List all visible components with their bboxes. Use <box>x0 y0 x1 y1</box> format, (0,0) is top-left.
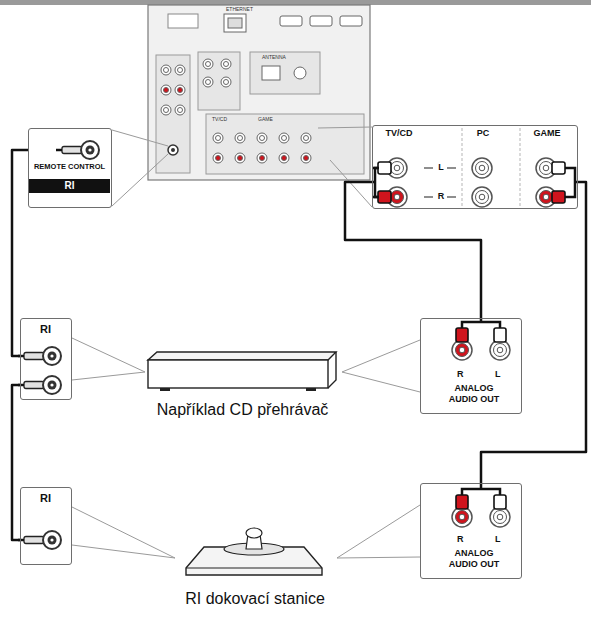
rca-jack <box>452 507 472 527</box>
cd-player <box>148 352 336 391</box>
ri-logo: RI <box>21 323 70 336</box>
input-label: GAME <box>525 128 569 139</box>
rca-jack <box>472 158 492 178</box>
ri-jack <box>56 141 99 159</box>
port-label: ANALOG AUDIO OUT <box>443 383 505 405</box>
audio-out-box: R L ANALOG AUDIO OUT <box>420 483 522 579</box>
input-label: PC <box>468 128 498 139</box>
input-panel-box: TV/CD PC GAME L R <box>372 125 578 209</box>
dock-station: RI dokovací stanice <box>175 527 337 611</box>
device-caption: Například CD přehrávač <box>145 400 340 419</box>
channel-label: R <box>457 369 464 380</box>
column-divider <box>462 128 520 206</box>
panel-jacks <box>161 59 311 163</box>
leader-line <box>72 338 145 372</box>
panel-label: ANTENNA <box>262 55 286 60</box>
ri-jack <box>18 347 61 365</box>
port-label: ANALOG AUDIO OUT <box>443 548 505 570</box>
rca-plug <box>456 495 468 509</box>
leader-line <box>72 372 145 380</box>
channel-label: R <box>435 191 447 202</box>
panel-label: GAME <box>258 117 273 122</box>
rca-plug <box>456 328 468 342</box>
rca-plug <box>552 162 570 174</box>
panel-label: ETHERNET <box>226 7 253 12</box>
jack-group <box>18 141 578 549</box>
rca-jack <box>490 340 510 360</box>
leader-line <box>342 372 420 392</box>
ri-jack <box>18 531 61 549</box>
channel-label: R <box>457 534 464 545</box>
rca-plug <box>552 191 570 203</box>
header-bar <box>0 0 591 5</box>
leader-line <box>337 557 420 558</box>
cable <box>345 182 481 318</box>
receiver-panel <box>148 5 370 180</box>
rca-jack <box>472 187 492 207</box>
ri-zoom-box: REMOTE CONTROL RI <box>28 128 112 208</box>
zoom-leader <box>112 127 372 207</box>
leader-line <box>72 507 175 558</box>
channel-label: L <box>495 534 501 545</box>
rca-plug <box>494 495 506 509</box>
leader-line <box>72 545 175 558</box>
audio-out-box: R L ANALOG AUDIO OUT <box>420 318 522 414</box>
dock-station <box>186 528 322 575</box>
channel-label: L <box>435 162 447 173</box>
input-label: TV/CD <box>382 128 416 139</box>
cable <box>12 385 20 540</box>
ri-port-box: RI <box>20 487 72 565</box>
ri-jack <box>18 376 61 394</box>
ri-port-box: RI <box>20 318 72 400</box>
device-caption: RI dokovací stanice <box>175 589 335 608</box>
port-label: REMOTE CONTROL <box>32 162 107 171</box>
ri-logo: RI <box>29 179 110 193</box>
leader-line <box>337 505 420 558</box>
rca-jack <box>452 340 472 360</box>
rca-jack <box>490 507 510 527</box>
cd-player: Například CD přehrávač <box>145 350 342 422</box>
ri-logo: RI <box>21 492 70 505</box>
channel-label: L <box>495 369 501 380</box>
panel-label: TV/CD <box>212 117 227 122</box>
cable-fork <box>372 168 578 495</box>
leader-line <box>342 340 420 372</box>
cable <box>481 182 586 483</box>
rca-plug <box>494 328 506 342</box>
